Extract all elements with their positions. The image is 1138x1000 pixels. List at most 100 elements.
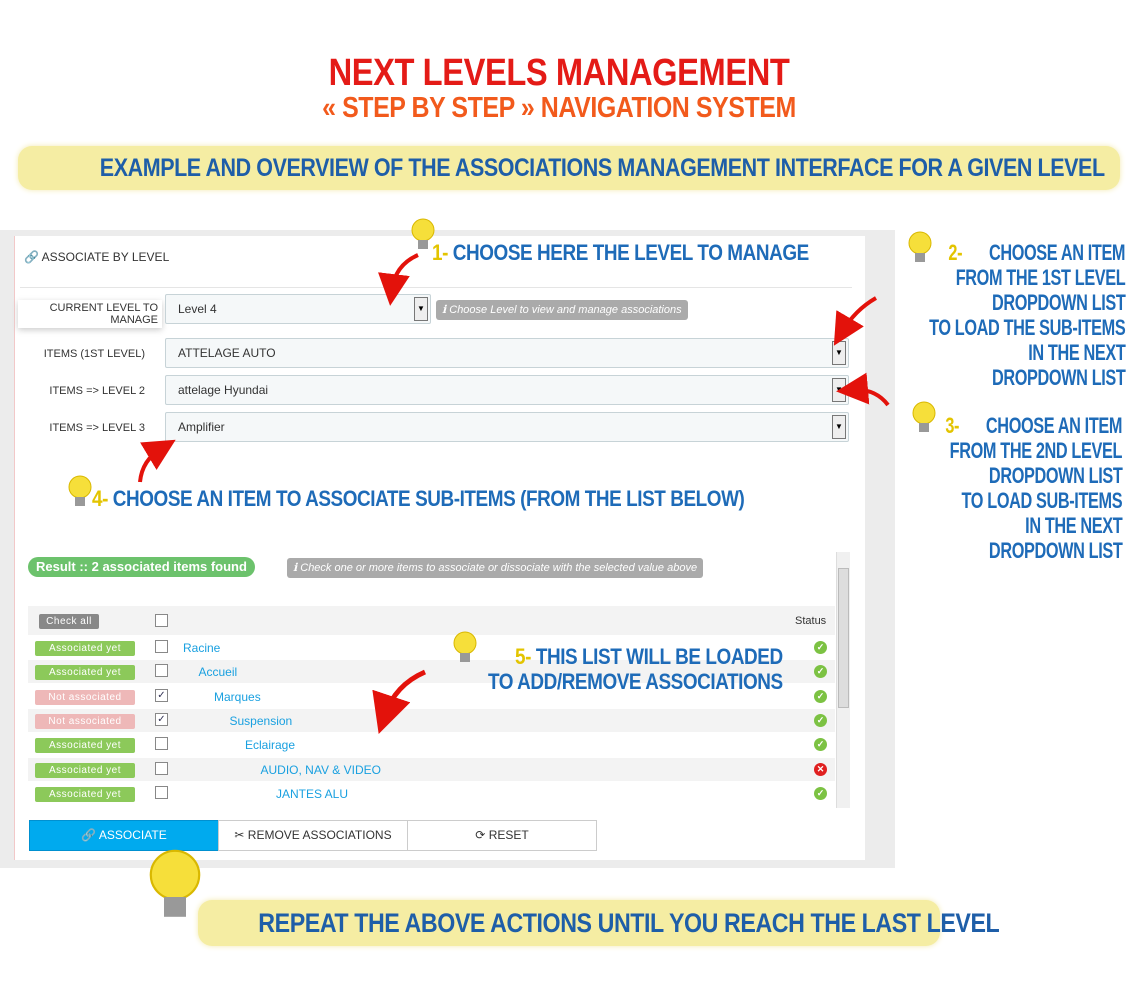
row-checkbox[interactable]: [155, 761, 168, 775]
item-link[interactable]: Marques: [214, 689, 261, 704]
note-line: TO LOAD THE SUB-ITEMS: [929, 315, 1126, 340]
page-title: NEXT LEVELS MANAGEMENT: [328, 52, 790, 94]
overview-banner: EXAMPLE AND OVERVIEW OF THE ASSOCIATIONS…: [18, 146, 1120, 190]
step-number: 3-: [945, 413, 959, 438]
item-link[interactable]: AUDIO, NAV & VIDEO: [260, 762, 381, 777]
row-checkbox[interactable]: ✓: [155, 688, 168, 702]
link-icon: 🔗: [24, 250, 39, 264]
note-line: THIS LIST WILL BE LOADED: [535, 644, 783, 669]
select-value: ATTELAGE AUTO: [178, 346, 276, 360]
association-badge: Associated yet: [35, 641, 135, 656]
check-circle-icon: ✓: [814, 786, 827, 800]
table-row: Associated yet AUDIO, NAV & VIDEO ✕: [28, 757, 835, 782]
select-value: attelage Hyundai: [178, 383, 269, 397]
scroll-thumb[interactable]: [838, 568, 849, 708]
level-hint-badge: ℹ Choose Level to view and manage associ…: [436, 300, 688, 320]
item-link[interactable]: Eclairage: [245, 738, 296, 753]
hint-text: Check one or more items to associate or …: [300, 562, 698, 574]
items-table: Check all Status Associated yet Racine ✓…: [28, 606, 835, 808]
row-checkbox[interactable]: [155, 664, 168, 678]
step-number: 1-: [432, 240, 448, 265]
note-line: IN THE NEXT: [1024, 513, 1123, 538]
lightbulb-icon: [149, 849, 201, 918]
button-label: REMOVE ASSOCIATIONS: [247, 828, 392, 842]
check-circle-icon: ✓: [814, 713, 827, 727]
note-4: 4- CHOOSE AN ITEM TO ASSOCIATE SUB-ITEMS…: [92, 486, 851, 512]
table-row: Not associated ✓ Marques ✓: [28, 684, 835, 709]
check-circle-icon: ✓: [814, 665, 827, 679]
note-line: CHOOSE AN ITEM: [985, 413, 1123, 438]
item-link[interactable]: Suspension: [229, 713, 293, 728]
row-checkbox[interactable]: ✓: [155, 712, 168, 726]
chevron-down-icon: ▼: [414, 297, 428, 321]
final-banner: REPEAT THE ABOVE ACTIONS UNTIL YOU REACH…: [198, 900, 1000, 946]
note-line: DROPDOWN LIST: [988, 538, 1123, 563]
row-checkbox[interactable]: [155, 640, 168, 653]
step-number: 5-: [515, 644, 532, 669]
level-3-select[interactable]: Amplifier ▼: [165, 412, 849, 442]
note-line: DROPDOWN LIST: [991, 365, 1126, 390]
note-text: CHOOSE HERE THE LEVEL TO MANAGE: [452, 240, 809, 265]
button-label: RESET: [488, 828, 529, 842]
row-checkbox[interactable]: [155, 737, 168, 751]
page-subtitle: « STEP BY STEP » NAVIGATION SYSTEM: [322, 92, 796, 124]
button-label: ASSOCIATE: [98, 828, 167, 842]
panel-header: 🔗 ASSOCIATE BY LEVEL: [24, 250, 169, 264]
step-number: 4-: [92, 486, 108, 511]
check-all-button[interactable]: Check all: [39, 614, 99, 629]
reset-button[interactable]: ⟳ RESET: [407, 820, 597, 851]
select-all-checkbox[interactable]: [155, 614, 168, 627]
note-line: CHOOSE AN ITEM: [989, 240, 1126, 265]
select-value: Level 4: [178, 302, 217, 316]
note-line: TO LOAD SUB-ITEMS: [961, 488, 1122, 513]
banner-text: REPEAT THE ABOVE ACTIONS UNTIL YOU REACH…: [258, 908, 1000, 938]
arrow-icon: [836, 372, 890, 407]
note-line: TO ADD/REMOVE ASSOCIATIONS: [487, 669, 783, 694]
arrow-icon: [372, 669, 427, 734]
error-circle-icon: ✕: [814, 762, 827, 776]
table-row: Associated yet Accueil ✓: [28, 660, 835, 685]
table-row: Associated yet JANTES ALU ✓: [28, 781, 835, 806]
note-line: DROPDOWN LIST: [988, 463, 1123, 488]
note-line: DROPDOWN LIST: [991, 290, 1126, 315]
item-link[interactable]: Accueil: [198, 665, 238, 680]
item-link[interactable]: JANTES ALU: [276, 786, 349, 801]
remove-associations-button[interactable]: ✂ REMOVE ASSOCIATIONS: [218, 820, 408, 851]
arrow-icon: [138, 439, 176, 483]
check-circle-icon: ✓: [814, 641, 827, 654]
result-badge: Result :: 2 associated items found: [28, 557, 255, 577]
association-badge: Not associated: [35, 689, 135, 705]
step-number: 2-: [948, 240, 963, 265]
scrollbar[interactable]: [836, 552, 850, 808]
association-badge: Associated yet: [35, 762, 135, 778]
field-label: ITEMS => LEVEL 2: [49, 385, 145, 397]
associate-button[interactable]: 🔗 ASSOCIATE: [29, 820, 219, 851]
note-line: FROM THE 1ST LEVEL: [955, 265, 1126, 290]
table-row: Associated yet Eclairage ✓: [28, 733, 835, 758]
note-line: IN THE NEXT: [1028, 340, 1126, 365]
field-label: ITEMS (1ST LEVEL): [43, 348, 145, 360]
row-checkbox[interactable]: [155, 785, 168, 799]
association-badge: Associated yet: [35, 738, 135, 754]
hint-text: Choose Level to view and manage associat…: [449, 304, 682, 316]
association-badge: Not associated: [35, 713, 135, 729]
association-badge: Associated yet: [35, 786, 135, 802]
chevron-down-icon: ▼: [832, 415, 846, 439]
banner-text: EXAMPLE AND OVERVIEW OF THE ASSOCIATIONS…: [99, 154, 1105, 182]
check-circle-icon: ✓: [814, 689, 827, 703]
chevron-down-icon: ▼: [832, 341, 846, 365]
item-link[interactable]: Racine: [183, 641, 221, 655]
note-line: FROM THE 2ND LEVEL: [949, 438, 1123, 463]
level-1-select[interactable]: ATTELAGE AUTO ▼: [165, 338, 849, 368]
field-label: ITEMS => LEVEL 3: [49, 422, 145, 434]
status-header: Status: [795, 615, 827, 627]
lightbulb-icon: [68, 475, 92, 507]
current-level-label: CURRENT LEVEL TO MANAGE: [18, 300, 162, 328]
arrow-icon: [378, 253, 419, 306]
select-value: Amplifier: [178, 420, 225, 434]
result-hint-badge: ℹ Check one or more items to associate o…: [287, 558, 704, 578]
table-row: Associated yet Racine ✓: [28, 636, 835, 660]
